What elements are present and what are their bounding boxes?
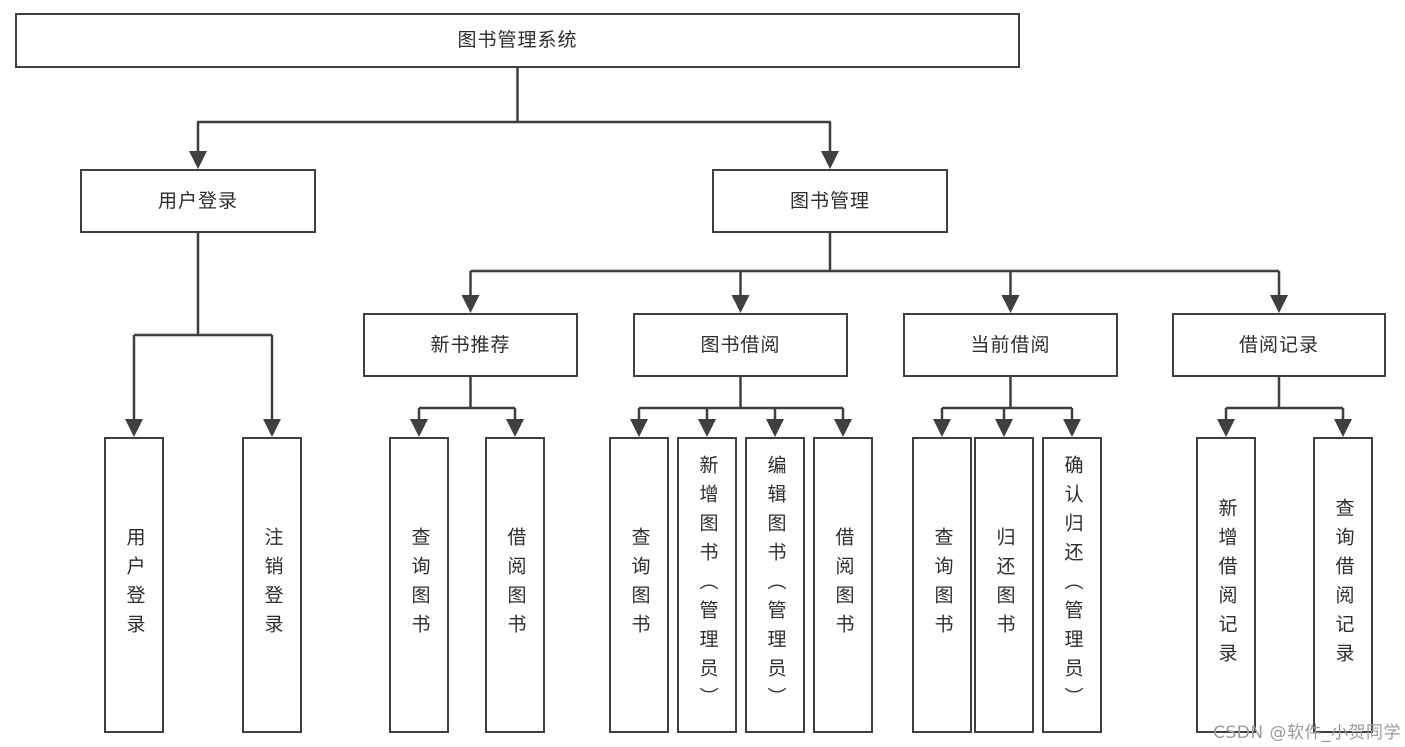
node-current-borrow: 当前借阅 [903,313,1118,377]
node-book-management: 图书管理 [712,169,948,233]
csdn-watermark: CSDN @软件_小贺同学 [1213,723,1401,743]
leaf-add-borrow-record: 新增借阅记录 [1196,437,1256,733]
leaf-borrow-books: 借阅图书 [813,437,873,733]
leaf-confirm-return-admin: 确认归还（管理员） [1042,437,1102,733]
node-new-book-recommend: 新书推荐 [363,313,578,377]
leaf-add-books-admin: 新增图书（管理员） [677,437,737,733]
leaf-borrow-books: 借阅图书 [485,437,545,733]
connector-segments [132,68,1345,423]
leaf-return-books: 归还图书 [974,437,1034,733]
node-root-system: 图书管理系统 [15,13,1020,68]
leaf-user-login: 用户登录 [104,437,164,733]
leaf-query-books: 查询图书 [912,437,972,733]
node-borrow-records: 借阅记录 [1172,313,1386,377]
leaf-query-books: 查询图书 [389,437,449,733]
node-book-borrow: 图书借阅 [633,313,848,377]
leaf-logout: 注销登录 [242,437,302,733]
node-user-login: 用户登录 [80,169,316,233]
leaf-query-books: 查询图书 [609,437,669,733]
leaf-query-borrow-record: 查询借阅记录 [1313,437,1373,733]
leaf-edit-books-admin: 编辑图书（管理员） [745,437,805,733]
